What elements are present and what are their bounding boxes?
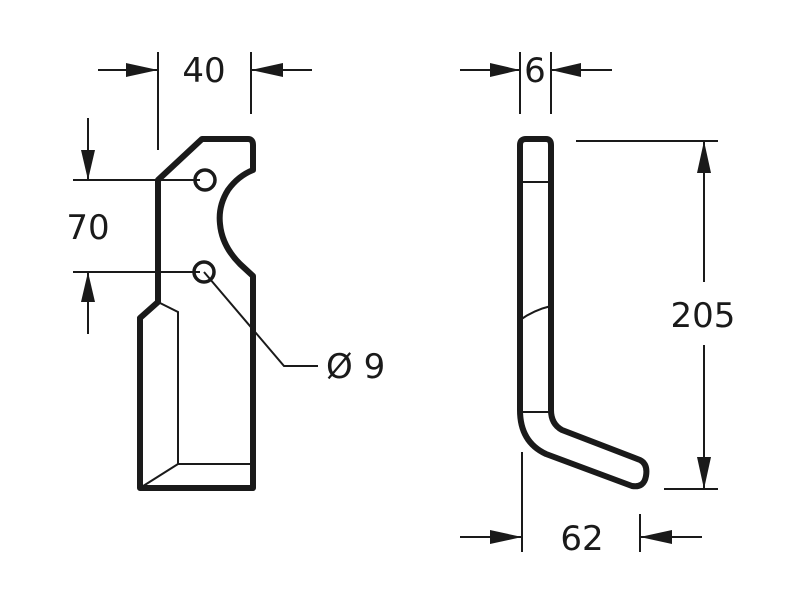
- dimension-hole-diameter-label: Ø 9: [326, 347, 385, 387]
- dimension-width: 40: [98, 51, 312, 150]
- dimension-hole-spacing-label: 70: [66, 208, 109, 248]
- blade-front-bevel: [139, 301, 253, 489]
- dimension-foot-length: 62: [460, 452, 702, 559]
- blade-front-outline: [137, 136, 256, 491]
- dimension-foot-length-label: 62: [560, 519, 603, 559]
- side-view: [517, 136, 650, 490]
- dimension-hole-diameter: Ø 9: [203, 271, 385, 387]
- blade-side-outline: [517, 136, 650, 490]
- dimension-height-label: 205: [671, 296, 736, 336]
- dimension-thickness-label: 6: [524, 51, 546, 91]
- blade-side-bevel: [519, 181, 552, 413]
- dimension-thickness: 6: [460, 51, 612, 114]
- front-view: [137, 136, 256, 491]
- dimension-height: 205: [576, 140, 736, 490]
- dimension-width-label: 40: [182, 51, 225, 91]
- dimension-hole-spacing: 70: [66, 118, 200, 334]
